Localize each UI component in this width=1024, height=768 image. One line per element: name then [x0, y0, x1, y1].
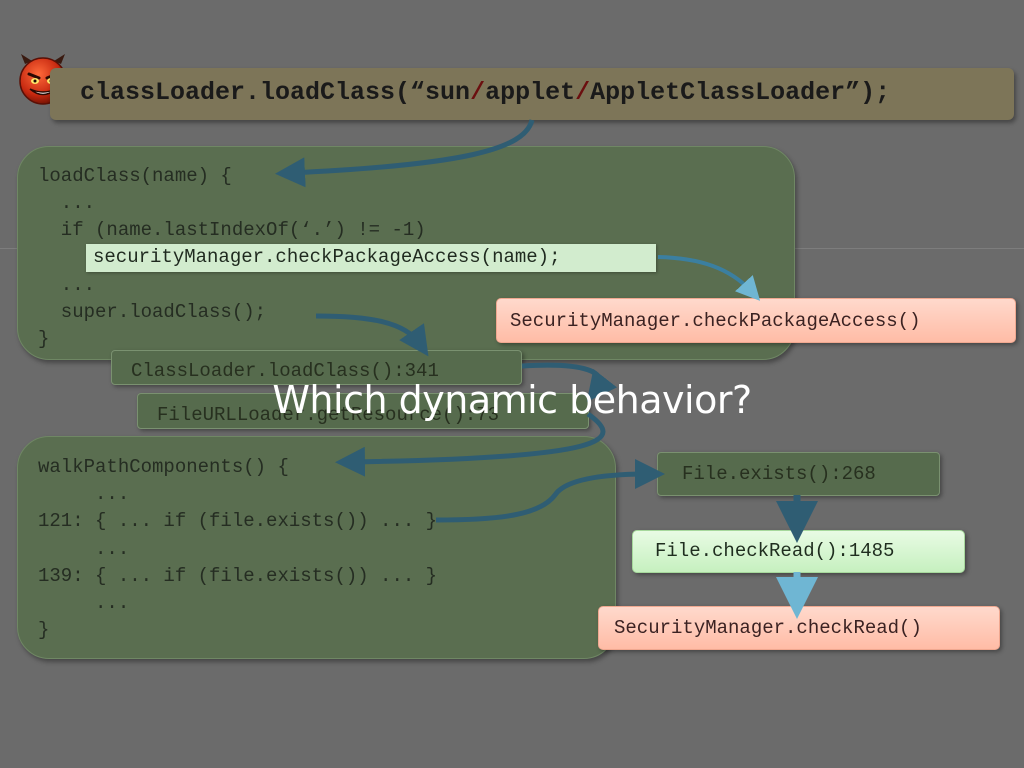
code-line: ...: [38, 483, 130, 505]
slash-separator: /: [470, 78, 486, 107]
code-line: ...: [38, 192, 96, 214]
code-line: walkPathComponents() {: [38, 456, 289, 478]
check-package-access-label: SecurityManager.checkPackageAccess(): [510, 310, 921, 332]
code-line: if (name.lastIndexOf(‘.’) != -1): [38, 219, 426, 241]
code-middle: applet: [485, 78, 576, 107]
check-read-label: SecurityManager.checkRead(): [614, 617, 922, 639]
file-exists-label: File.exists():268: [682, 463, 876, 485]
code-line: super.loadClass();: [38, 301, 267, 323]
code-line: }: [38, 328, 50, 350]
slide-headline: Which dynamic behavior?: [272, 378, 752, 422]
stack-frame-label: ClassLoader.loadClass():341: [131, 360, 439, 382]
highlighted-security-check: securityManager.checkPackageAccess(name)…: [93, 246, 561, 268]
code-line: 139: { ... if (file.exists()) ... }: [38, 565, 438, 587]
slash-separator: /: [575, 78, 591, 107]
code-line: loadClass(name) {: [38, 165, 232, 187]
code-line: ...: [38, 274, 96, 296]
code-prefix: classLoader.loadClass(“sun: [80, 78, 471, 107]
highlighted-line-background: [86, 244, 656, 272]
header-code-bar: [50, 68, 1014, 120]
stack-frame-box: [111, 350, 522, 385]
code-suffix: AppletClassLoader”);: [590, 78, 891, 107]
code-line: ...: [38, 592, 130, 614]
file-check-read-label: File.checkRead():1485: [655, 540, 895, 562]
code-line: ...: [38, 538, 130, 560]
code-line: }: [38, 619, 50, 641]
code-line: 121: { ... if (file.exists()) ... }: [38, 510, 438, 532]
header-code: classLoader.loadClass(“sun/applet/Applet…: [80, 78, 890, 107]
